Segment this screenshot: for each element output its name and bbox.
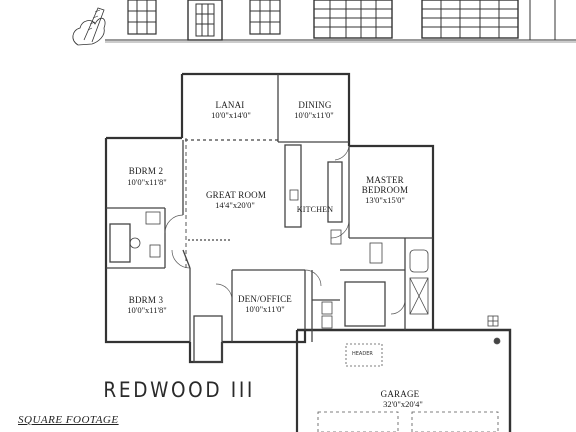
room-label-dining: DINING (298, 100, 332, 110)
elevation-window-left (127, 0, 157, 35)
door-swings (164, 145, 406, 315)
fixtures (129, 189, 499, 329)
room-label-master: MASTER (366, 175, 404, 185)
room-label-bdrm3: BDRM 3 (128, 295, 164, 305)
room-dims-master: 13'0"x15'0" (365, 195, 405, 205)
tub-icon (409, 249, 429, 273)
room-dims-dining: 10'0"x11'0" (294, 110, 334, 120)
room-dims-bdrm2: 10'0"x11'8" (127, 177, 167, 187)
garage-details (317, 337, 501, 432)
elevation-window-right (249, 0, 281, 35)
front-elevation (72, 0, 576, 46)
toilet-icon (129, 237, 141, 249)
range-icon (330, 229, 342, 245)
exterior-walls (104, 72, 512, 432)
room-label-lanai: LANAI (215, 100, 245, 110)
room-label-master-bedroom: BEDROOM (361, 185, 409, 195)
room-label-great-room: GREAT ROOM (205, 190, 267, 200)
room-dims-great-room: 14'4"x20'0" (215, 200, 255, 210)
elevation-garage-door-2 (421, 0, 519, 39)
master-sink-icon (369, 242, 383, 264)
room-dims-garage: 32'0"x20'4" (383, 399, 423, 409)
square-footage-heading: SQUARE FOOTAGE (18, 414, 119, 426)
washer-icon (321, 301, 333, 315)
room-dims-lanai: 10'0"x14'0" (211, 110, 251, 120)
kitchen-sink-icon (289, 189, 299, 201)
shrub-icon (72, 7, 106, 46)
shower-icon (409, 277, 429, 315)
dryer-icon (321, 315, 333, 329)
room-dims-bdrm3: 10'0"x11'8" (127, 305, 167, 315)
room-label-den: DEN/OFFICE (237, 294, 292, 304)
room-label-bdrm2: BDRM 2 (128, 166, 164, 176)
plan-title: REDWOOD III (103, 378, 256, 402)
sink-icon (145, 211, 161, 225)
elevation-garage-door-1 (313, 0, 393, 39)
room-label-garage: GARAGE (380, 389, 420, 399)
room-label-kitchen: KITCHEN (296, 205, 334, 214)
interior-walls (106, 74, 433, 363)
header-note: HEADER (352, 351, 373, 357)
elevation-front-door (187, 0, 223, 41)
room-dims-den: 10'0"x11'0" (245, 304, 285, 314)
